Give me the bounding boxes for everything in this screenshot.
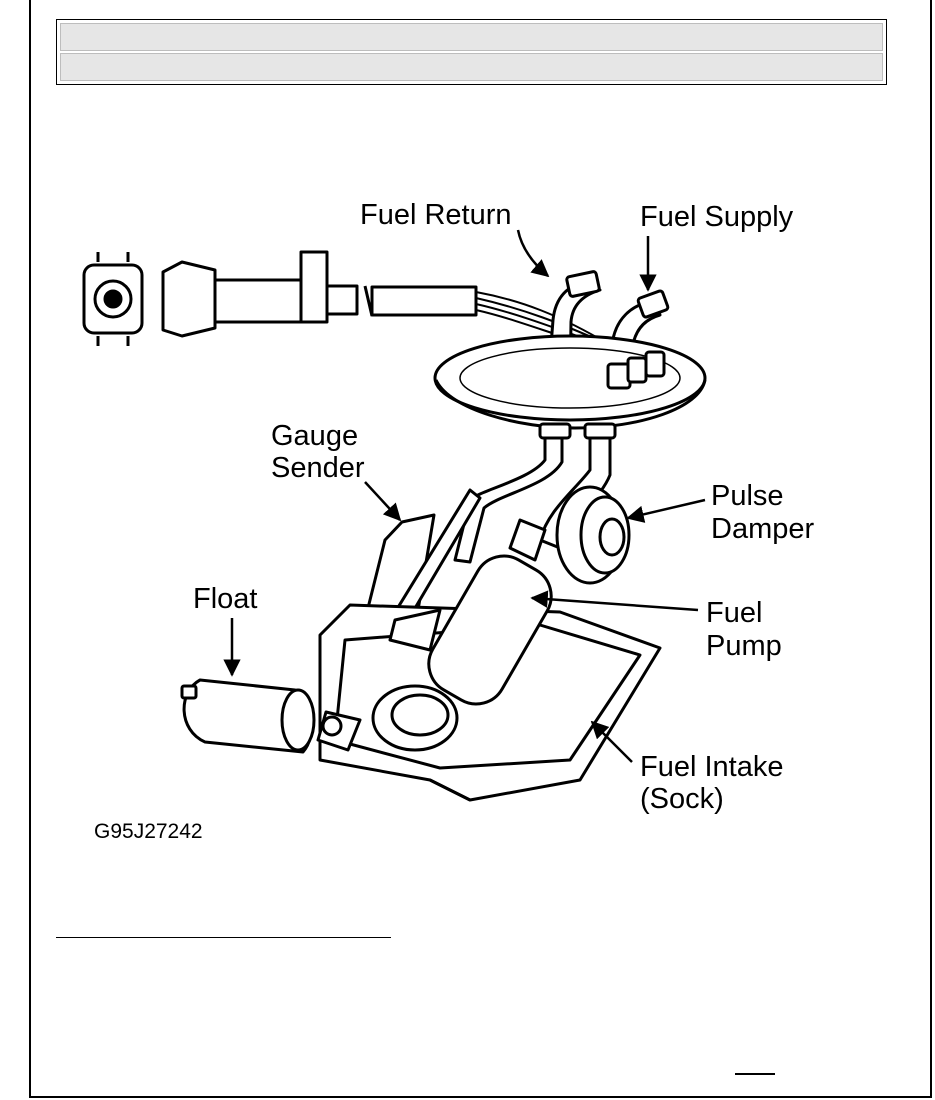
header-subtitle-bar [60,53,883,81]
label-pump-line1: Fuel [706,597,762,629]
electrical-connector [82,250,478,346]
label-pulse-line2: Damper [711,513,814,545]
section-header [56,19,887,85]
fuel-pump [371,518,553,752]
leader-arrows [223,229,706,763]
header-title-bar [60,23,883,51]
pulse-damper [555,485,631,585]
mounting-flange [433,334,707,430]
float [180,678,316,754]
label-float: Float [193,583,257,615]
float-arm [316,710,362,752]
label-gauge-line1: Gauge [271,420,358,452]
label-pump-line2: Pump [706,630,782,662]
label-fuel-return: Fuel Return [360,199,512,231]
label-intake-line1: Fuel Intake [640,751,783,783]
label-pulse-line1: Pulse [711,480,784,512]
page-frame [29,0,932,1098]
figure-id: G95J27242 [94,820,203,843]
label-fuel-supply: Fuel Supply [640,201,794,233]
page-number-mark [735,1073,775,1075]
footnote-rule [56,937,391,938]
label-intake-line2: (Sock) [640,783,724,815]
label-gauge-line2: Sender [271,452,365,484]
